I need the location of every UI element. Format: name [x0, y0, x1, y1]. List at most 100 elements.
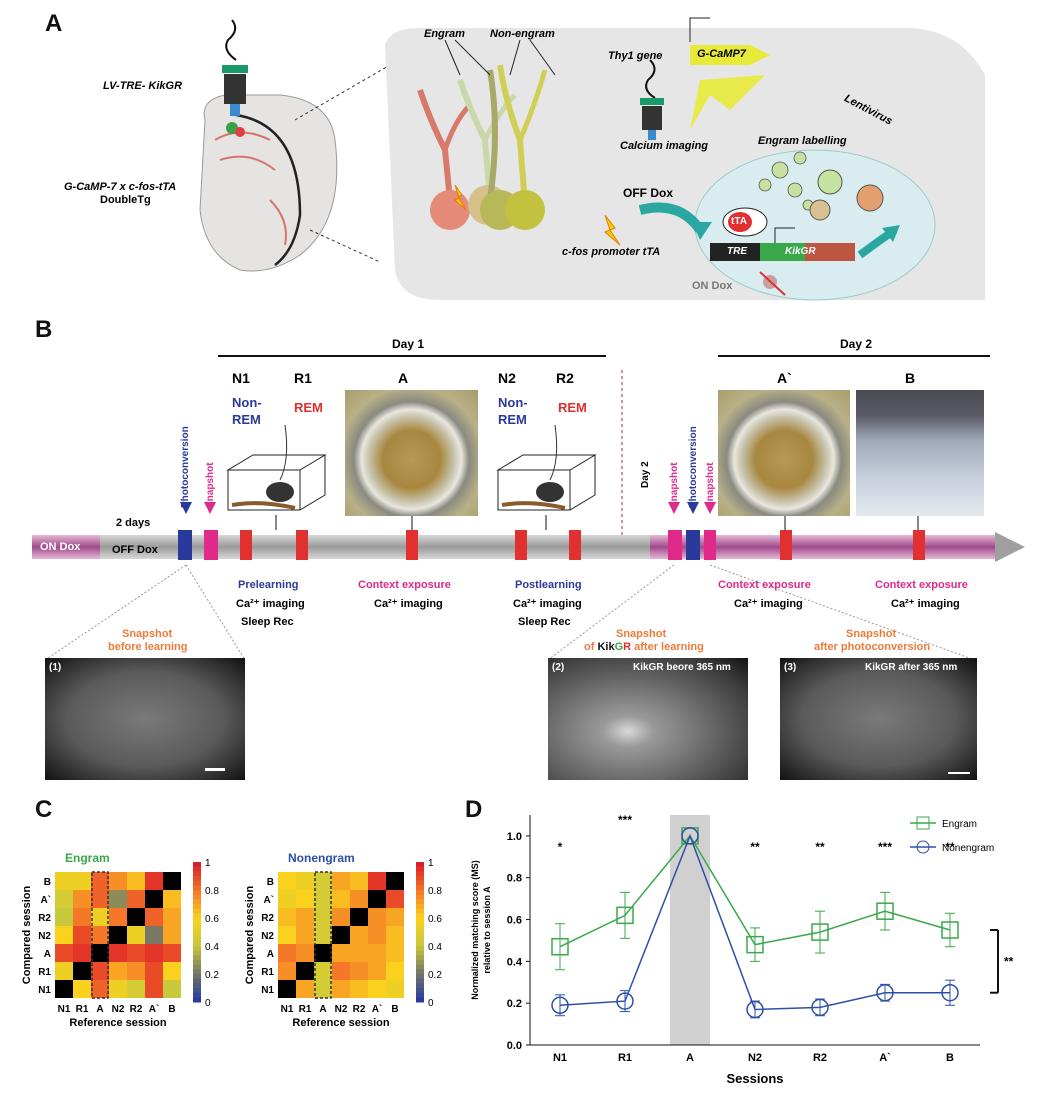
heatmap-xtick: A` [372, 1004, 383, 1015]
heatmap-cell [73, 944, 91, 962]
heatmap-xlabel: Reference session [69, 1017, 166, 1029]
heatmap-ytick: N2 [261, 931, 274, 942]
heatmap-cell [55, 944, 73, 962]
colorbar-segment [416, 988, 424, 994]
heatmap-cell [55, 926, 73, 944]
series-nonengram [551, 827, 959, 1019]
heatmap-cell [91, 890, 109, 908]
two-days-label: 2 days [116, 517, 151, 529]
colorbar-segment [416, 894, 424, 900]
heatmap-ytick: B [267, 877, 274, 888]
dish-photo-a [345, 390, 478, 516]
colorbar-segment [193, 978, 201, 984]
heatmap-cell [296, 944, 314, 962]
on-dox-timeline: ON Dox [40, 541, 81, 553]
heatmap-cell [386, 908, 404, 926]
heatmap-cell [73, 872, 91, 890]
heatmap-cell [55, 908, 73, 926]
heatmap-cell [368, 926, 386, 944]
heatmap-cell [109, 890, 127, 908]
reference-band [670, 815, 710, 1045]
colorbar-tick: 0.2 [428, 970, 442, 981]
heatmap-column-highlight [314, 871, 332, 999]
snap2-title-1: Snapshot [616, 628, 667, 640]
heatmap-cell [368, 890, 386, 908]
heatmap-cell [314, 890, 332, 908]
colorbar-segment [193, 904, 201, 910]
heatmap-cell [368, 872, 386, 890]
colorbar-segment [416, 960, 424, 966]
heatmap-xtick: A [319, 1004, 326, 1015]
colorbar-tick: 0.2 [205, 970, 219, 981]
session-n2: N2 [498, 370, 516, 386]
dish-photo-a-prime [718, 390, 850, 516]
heatmap-cell [368, 980, 386, 998]
y-tick-label: 0.0 [507, 1040, 522, 1052]
heatmap-cell [127, 962, 145, 980]
heatmap-cell [332, 908, 350, 926]
heatmap-xtick: R2 [130, 1004, 143, 1015]
vector-label: LV-TRE- KikGR [103, 80, 183, 92]
data-point [746, 1000, 764, 1019]
y-tick-label: 0.2 [507, 998, 522, 1010]
heatmap-cell [386, 980, 404, 998]
legend-label: Nonengram [942, 843, 994, 854]
colorbar-segment [193, 885, 201, 891]
heatmap-xtick: A [96, 1004, 103, 1015]
heatmap-cell [109, 872, 127, 890]
heatmap-cell [163, 944, 181, 962]
bracket-label: ** [1004, 954, 1014, 968]
img2-caption: KikGR beore 365 nm [633, 662, 731, 673]
nonrem-label-2a: Non- [498, 395, 528, 410]
heatmap-column-highlight [91, 871, 109, 999]
snapshot-label-1: Snapshot [205, 462, 216, 508]
sleep-rec-2: Sleep Rec [518, 616, 571, 628]
colorbar-segment [416, 876, 424, 882]
significance-marker: ** [750, 840, 760, 854]
colorbar-segment [193, 946, 201, 952]
heatmap-cell [163, 926, 181, 944]
colorbar-tick: 0.6 [428, 914, 442, 925]
legend-marker [916, 816, 930, 830]
colorbar-segment [416, 862, 424, 868]
colorbar-segment [193, 974, 201, 980]
data-point [681, 827, 699, 845]
cfos-label: c-fos promoter tTA [562, 246, 661, 258]
x-axis-label: Sessions [726, 1071, 783, 1086]
session-r1: R1 [294, 370, 312, 386]
y-tick-label: 0.4 [507, 956, 523, 968]
scale-bar-1 [205, 768, 225, 771]
colorbar-segment [193, 932, 201, 938]
snap2-title-2: of KikGR after learning [584, 641, 704, 653]
legend-label: Engram [942, 819, 977, 830]
significance-marker: *** [618, 813, 632, 827]
snap2-g: G [614, 641, 624, 653]
x-tick-label: R2 [813, 1052, 827, 1064]
day2-side-label: Day 2 [640, 461, 651, 488]
prelearning-label: Prelearning [238, 579, 299, 591]
heatmap-cell [296, 908, 314, 926]
data-point [551, 937, 569, 956]
heatmap-cell [314, 926, 332, 944]
heatmap-xtick: A` [149, 1004, 160, 1015]
snap2-kik: Kik [597, 641, 615, 653]
heatmap-cell [278, 890, 296, 908]
heatmap-cell [145, 962, 163, 980]
heatmap-cell [127, 944, 145, 962]
colorbar-segment [416, 997, 424, 1003]
x-tick-label: R1 [618, 1052, 632, 1064]
colorbar-segment [193, 871, 201, 877]
heatmap-cell [386, 962, 404, 980]
colorbar-segment [416, 866, 424, 872]
colorbar-segment [193, 955, 201, 961]
heatmap-cell [278, 980, 296, 998]
colorbar-segment [416, 927, 424, 933]
snapshot-image-2: (2) KikGR beore 365 nm [548, 658, 748, 780]
data-point [616, 992, 634, 1010]
heatmap-cell [350, 944, 368, 962]
y-axis-label-2: relative to session A [482, 886, 492, 974]
x-tick-label: A` [879, 1052, 891, 1064]
colorbar-segment [416, 904, 424, 910]
